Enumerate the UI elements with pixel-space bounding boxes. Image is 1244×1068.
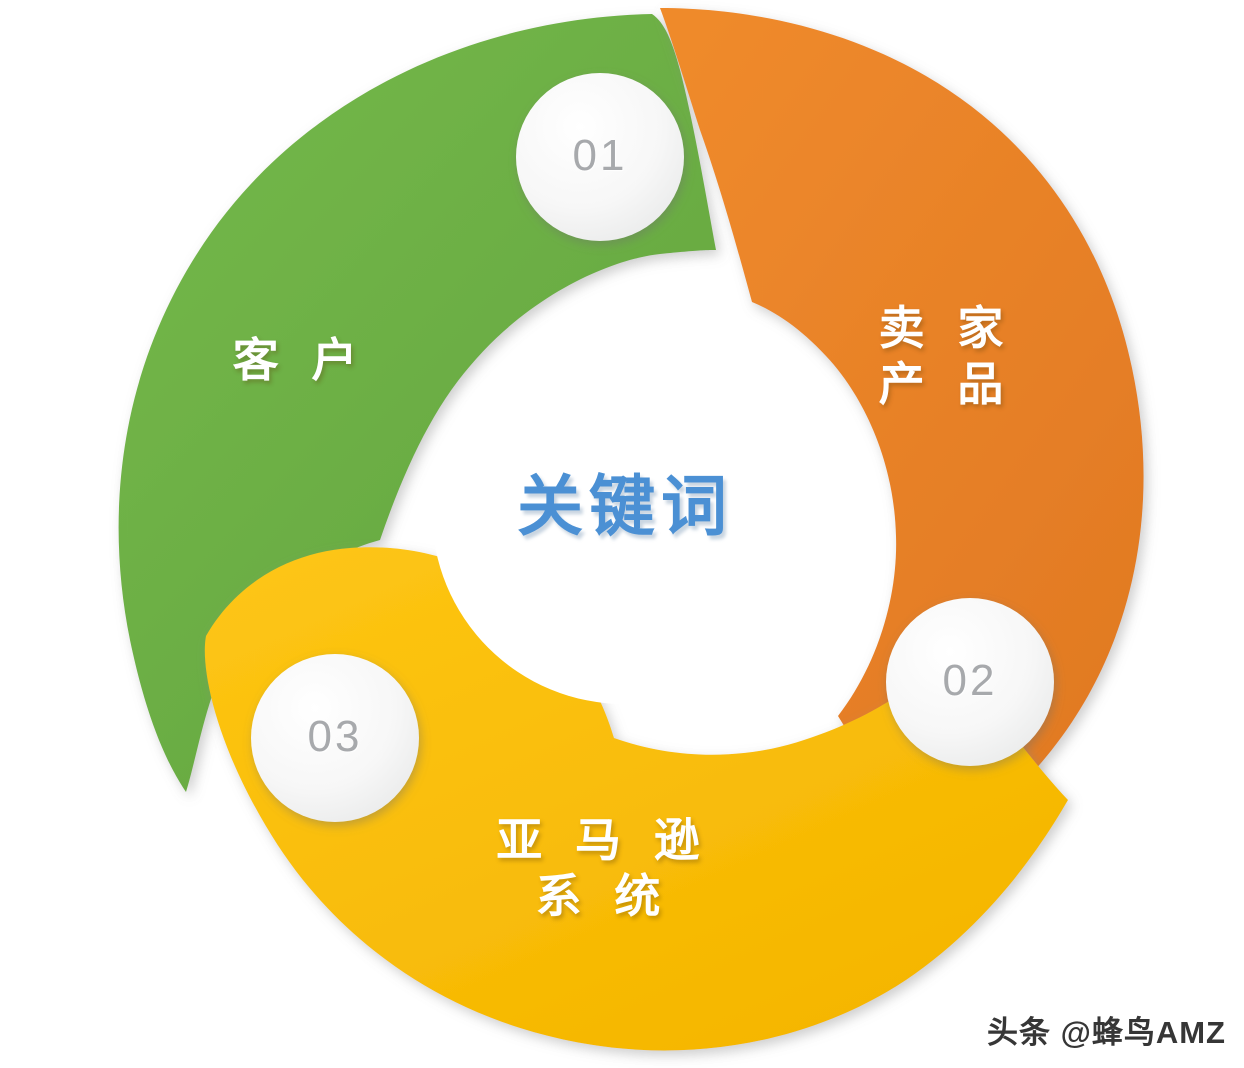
segment-label-amazon-system: 亚 马 逊 系 统 [496,814,710,923]
watermark-text: 头条 @蜂鸟AMZ [987,1015,1226,1050]
badge-03-circle[interactable] [251,654,419,822]
badge-01-circle[interactable] [516,73,684,241]
center-title: 关键词 [517,469,733,543]
segment-label-seller-product: 卖 家 产 品 [878,302,1014,411]
badge-02-circle[interactable] [886,598,1054,766]
center-disc [432,320,816,704]
badge-01-number: 01 [572,131,628,180]
badge-02-number: 02 [942,656,998,705]
badge-03-number: 03 [307,712,363,761]
segment-label-customer: 客 户 [232,334,368,386]
segment-amazon-system[interactable] [204,547,1068,1051]
